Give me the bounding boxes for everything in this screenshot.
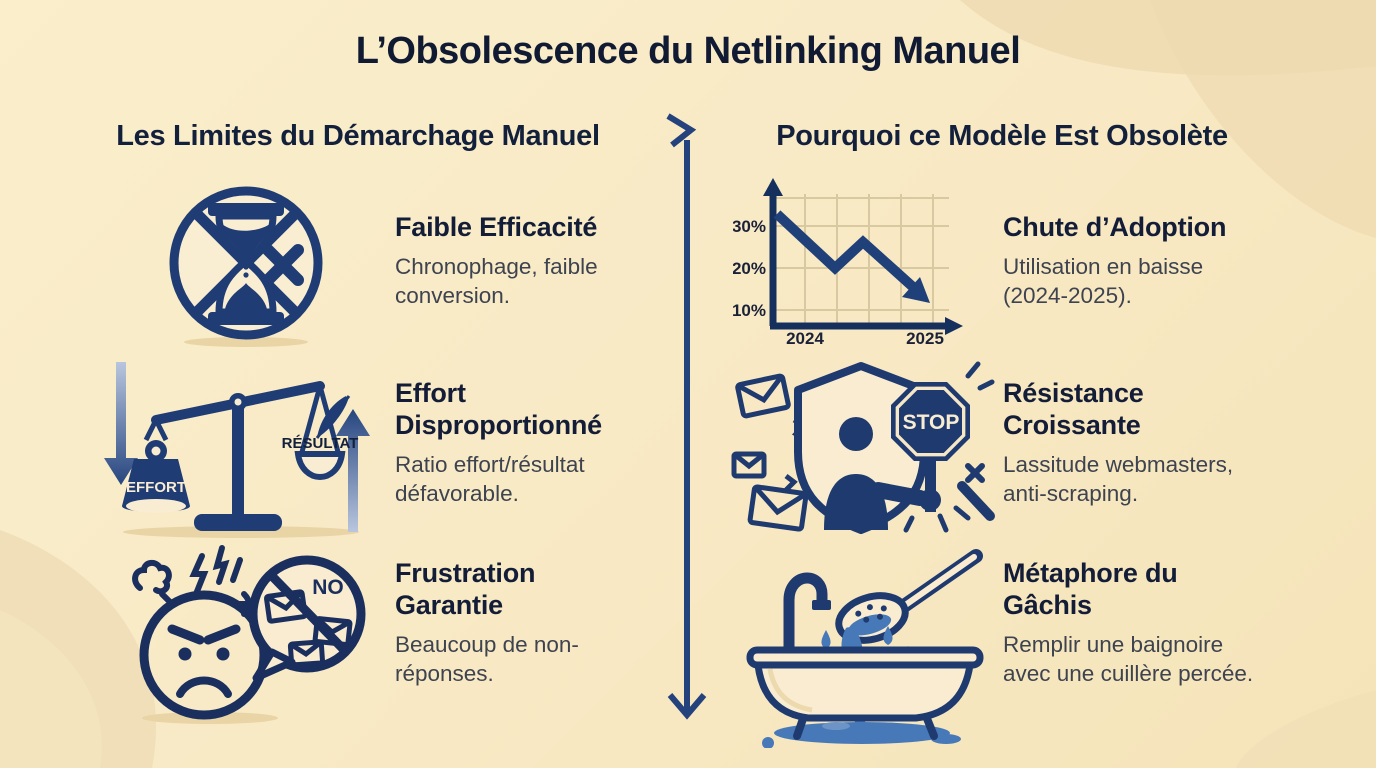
right-column-header: Pourquoi ce Modèle Est Obsolète <box>776 120 1228 152</box>
banned-hourglass-icon <box>158 182 334 348</box>
item-body: Utilisation en baisse (2024-2025). <box>1003 253 1204 309</box>
xlabel-2024: 2024 <box>786 329 824 346</box>
right-item-2: Résistance Croissante Lassitude webmaste… <box>1003 378 1243 508</box>
pan-label: RÉSULTAT <box>282 435 359 452</box>
declining-line-chart-icon: 30% 20% 10% 2024 2025 <box>733 176 981 346</box>
ytick-30: 30% <box>733 217 766 236</box>
no-label: NO <box>312 576 344 599</box>
left-column-header: Les Limites du Démarchage Manuel <box>116 120 600 152</box>
item-heading: Faible Efficacité <box>395 212 598 242</box>
column-divider-arrow-icon <box>660 112 716 752</box>
item-heading: Métaphore du Gâchis <box>1003 558 1178 620</box>
right-item-3: Métaphore du Gâchis Remplir une baignoir… <box>1003 558 1258 688</box>
shield-stop-sign-icon: STOP <box>728 358 996 540</box>
angry-face-no-replies-icon: NO <box>110 542 368 724</box>
item-heading: Frustration Garantie <box>395 558 536 620</box>
item-heading: Chute d’Adoption <box>1003 212 1227 242</box>
unbalanced-scale-icon: EFFORT RÉSULTAT <box>96 356 378 538</box>
item-body: Remplir une baignoire avec une cuillère … <box>1003 631 1254 686</box>
left-item-3: Frustration Garantie Beaucoup de non-rép… <box>395 558 645 688</box>
stop-label: STOP <box>903 411 960 434</box>
left-item-1: Faible Efficacité Chronophage, faible co… <box>395 212 645 310</box>
left-item-2: Effort Disproportionné Ratio effort/résu… <box>395 378 645 508</box>
item-body: Lassitude webmasters, anti-scraping. <box>1003 451 1234 506</box>
ytick-20: 20% <box>733 259 766 278</box>
ytick-10: 10% <box>733 301 766 320</box>
item-body: Beaucoup de non-réponses. <box>395 631 579 686</box>
xlabel-2025: 2025 <box>906 329 944 346</box>
item-heading: Résistance Croissante <box>1003 378 1144 440</box>
item-heading: Effort Disproportionné <box>395 378 602 440</box>
leaky-spoon-bathtub-icon <box>740 536 992 748</box>
item-body: Ratio effort/résultat défavorable. <box>395 451 585 506</box>
right-item-1: Chute d’Adoption Utilisation en baisse (… <box>1003 212 1263 310</box>
item-body: Chronophage, faible conversion. <box>395 253 598 309</box>
page-title: L’Obsolescence du Netlinking Manuel <box>355 30 1021 72</box>
weight-label: EFFORT <box>126 479 186 496</box>
